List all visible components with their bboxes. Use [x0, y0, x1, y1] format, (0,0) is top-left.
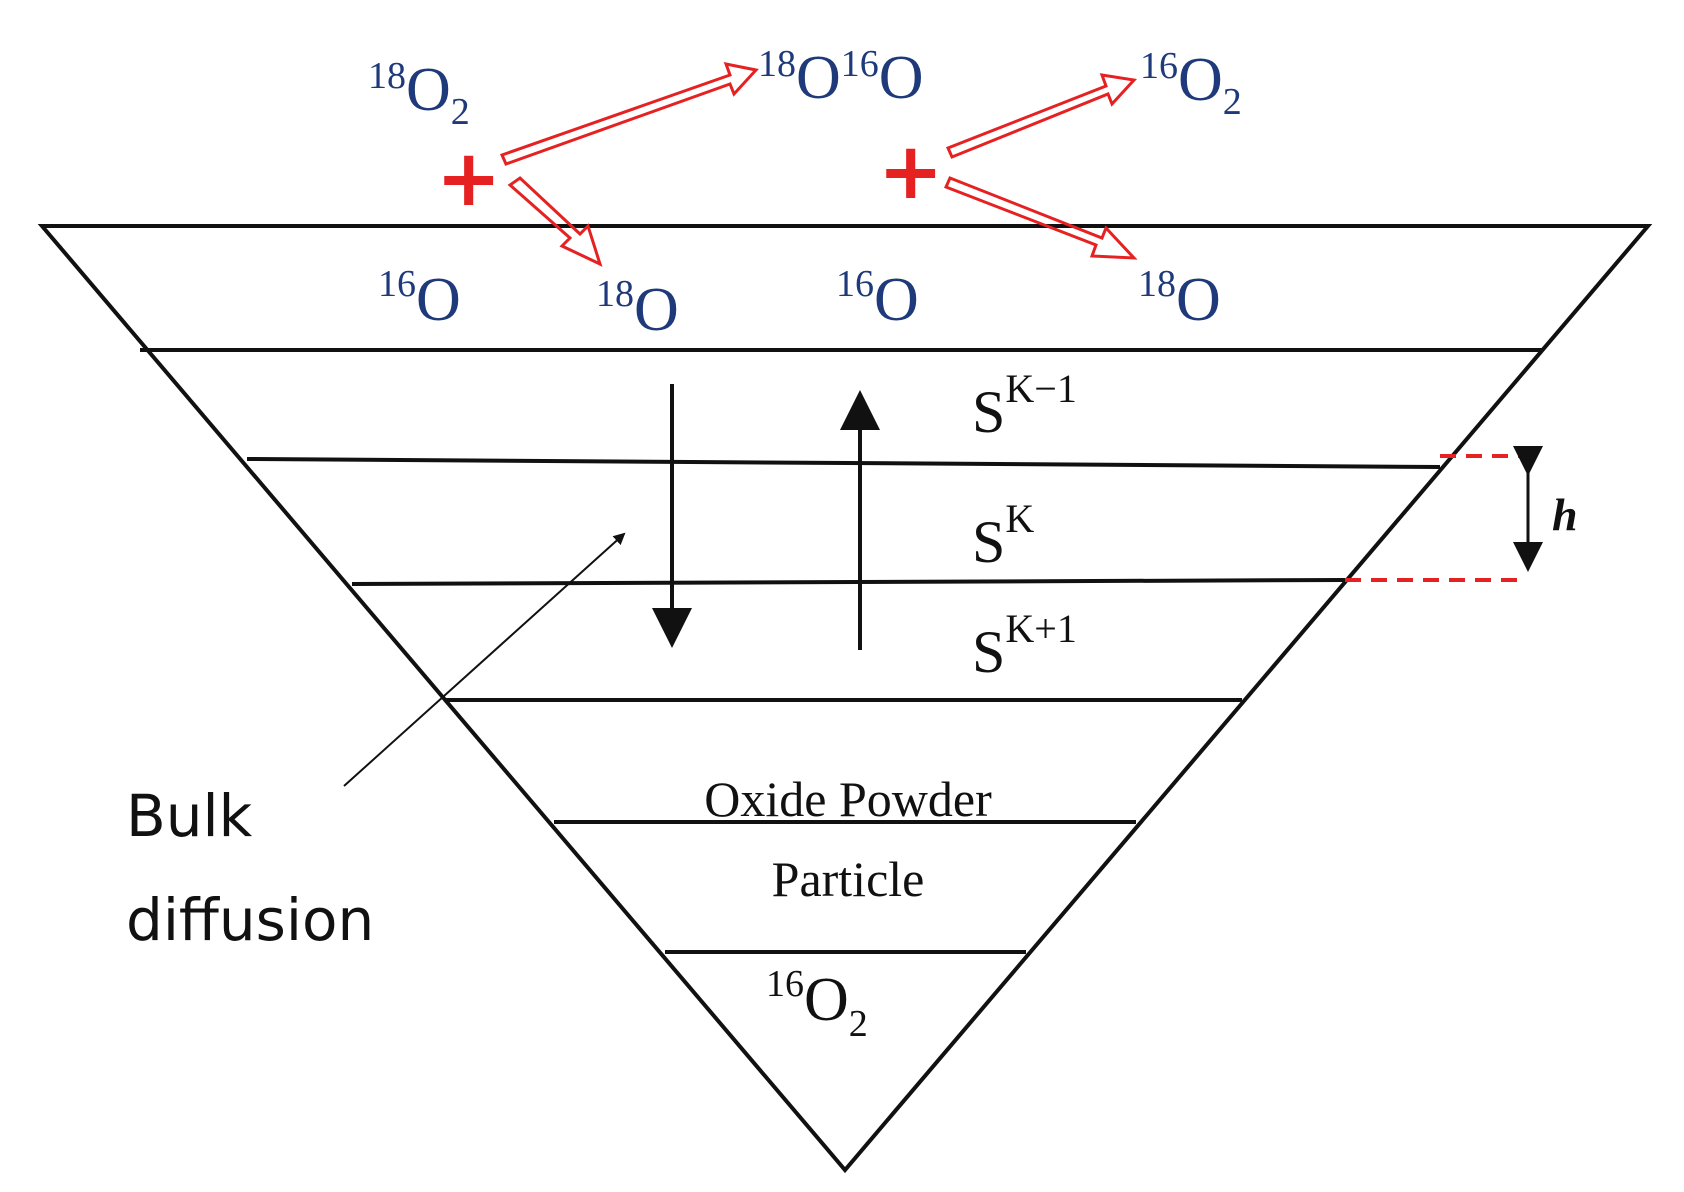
layer-label-k-minus-1: SK−1	[972, 366, 1077, 445]
thin-arrow-icon	[343, 532, 626, 787]
svg-text:18O: 18O	[1138, 263, 1221, 334]
gas-product-18O16O: 18O16O	[758, 43, 924, 112]
h-label: h	[1552, 489, 1578, 540]
surface-species-16O-2: 16O	[836, 263, 919, 334]
shell-line-2	[246, 457, 1441, 469]
particle-label: Oxide Powder Particle	[704, 771, 992, 907]
particle-label-line-2: Particle	[772, 851, 925, 907]
svg-text:SK−1: SK−1	[972, 366, 1077, 445]
plus-symbol-right: +	[878, 127, 943, 217]
reaction-arrows	[499, 62, 1138, 267]
svg-text:SK+1: SK+1	[972, 606, 1077, 685]
hollow-red-arrow-icon	[945, 73, 1137, 159]
svg-text:18O2: 18O2	[368, 55, 470, 133]
particle-label-line-1: Oxide Powder	[704, 771, 992, 827]
hollow-red-arrow-icon	[499, 62, 759, 166]
bulk-diffusion-label: Bulk diffusion	[126, 782, 374, 954]
layer-label-k: SK	[972, 496, 1034, 575]
gas-product-16O2: 16O2	[1140, 45, 1242, 123]
shell-line-3	[351, 578, 1346, 586]
layer-label-k-plus-1: SK+1	[972, 606, 1077, 685]
surface-species-16O-1: 16O	[378, 263, 461, 334]
bulk-diffusion-line-2: diffusion	[126, 886, 374, 954]
particle-triangle	[37, 224, 1653, 1174]
hollow-red-arrow-icon	[943, 176, 1138, 260]
surface-species-18O-1: 18O	[596, 273, 679, 344]
svg-text:18O: 18O	[596, 273, 679, 344]
particle-outline	[37, 224, 1653, 1174]
core-16O2: 16O2	[766, 963, 868, 1045]
svg-text:16O2: 16O2	[1140, 45, 1242, 123]
hollow-red-arrow-icon	[507, 176, 603, 267]
layer-thickness-indicator: h	[1345, 446, 1578, 582]
surface-species-18O-2: 18O	[1138, 263, 1221, 334]
gas-reactant-18O2: 18O2	[368, 55, 470, 133]
svg-text:18O16O: 18O16O	[758, 43, 924, 112]
bulk-diffusion-line-1: Bulk	[126, 782, 253, 850]
svg-text:SK: SK	[972, 496, 1034, 575]
svg-text:16O: 16O	[836, 263, 919, 334]
svg-text:16O2: 16O2	[766, 963, 868, 1045]
svg-text:16O: 16O	[378, 263, 461, 334]
plus-symbol-left: +	[436, 134, 501, 224]
